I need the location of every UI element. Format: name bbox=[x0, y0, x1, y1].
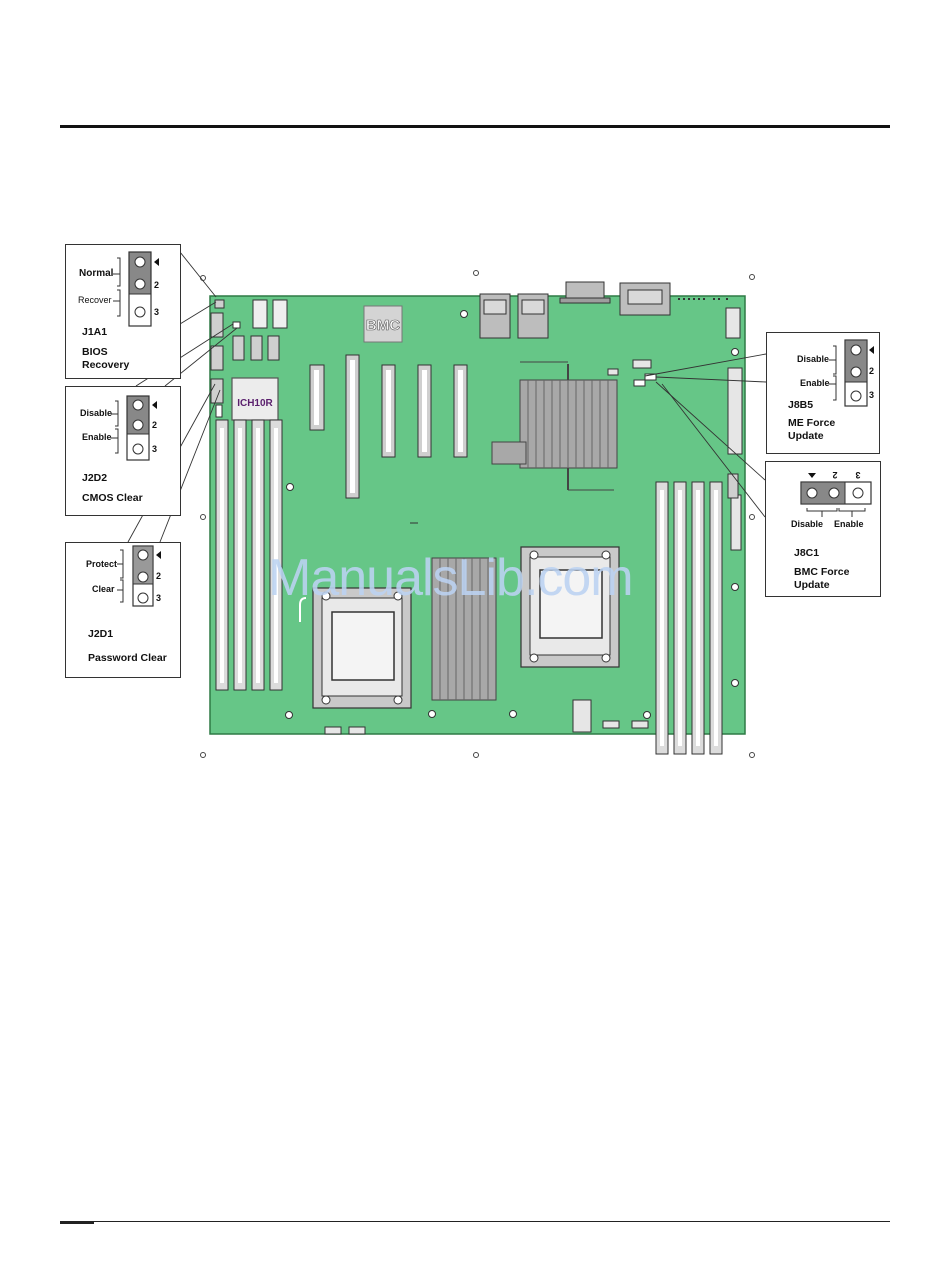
battery-header bbox=[216, 405, 222, 417]
j1a1-pin-3: 3 bbox=[154, 307, 159, 317]
j1a1-option-normal: Normal bbox=[79, 268, 113, 279]
j2d2-pin-3: 3 bbox=[152, 444, 157, 454]
j8c1-desc-line1: BMC Force bbox=[794, 566, 849, 579]
watermark: ManualsLib.com bbox=[268, 548, 633, 608]
j2d1-pin-3: 3 bbox=[156, 593, 161, 603]
ich10r-label: ICH10R bbox=[237, 398, 273, 409]
j8c1-option-enable: Enable bbox=[834, 519, 864, 529]
j1a1-option-recover: Recover bbox=[78, 295, 112, 305]
j2d1-pin-2: 2 bbox=[156, 571, 161, 581]
j2d1-desc: Password Clear bbox=[88, 652, 167, 665]
j1a1-desc-line1: BIOS bbox=[82, 346, 108, 359]
j8c1-option-disable: Disable bbox=[791, 519, 823, 529]
j8c1-pin-3: 3 bbox=[855, 470, 860, 480]
j2d1-option-protect: Protect bbox=[86, 559, 117, 569]
j8b5-pin-2: 2 bbox=[869, 366, 874, 376]
j8b5-pin-3: 3 bbox=[869, 390, 874, 400]
j2d2-option-disable: Disable bbox=[80, 408, 112, 418]
j2d2-pin-2: 2 bbox=[152, 420, 157, 430]
bmc-chip-label: BMC bbox=[366, 317, 400, 334]
j8b5-desc-line1: ME Force bbox=[788, 417, 835, 430]
bottom-rule-tab bbox=[60, 1221, 94, 1224]
bottom-rule bbox=[60, 1221, 890, 1222]
j8b5-desc-line2: Update bbox=[788, 430, 824, 443]
jumper-j2d2-block bbox=[233, 322, 240, 328]
j2d1-option-clear: Clear bbox=[92, 584, 115, 594]
j2d2-id: J2D2 bbox=[82, 472, 107, 484]
bmc-chip: BMC bbox=[364, 306, 402, 342]
j1a1-pin-2: 2 bbox=[154, 280, 159, 290]
j1a1-id: J1A1 bbox=[82, 326, 107, 338]
j8b5-option-enable: Enable bbox=[800, 378, 830, 388]
j1a1-desc-line2: Recovery bbox=[82, 359, 129, 372]
j2d2-desc: CMOS Clear bbox=[82, 492, 143, 505]
j2d2-option-enable: Enable bbox=[82, 432, 112, 442]
j2d1-id: J2D1 bbox=[88, 628, 113, 640]
ich10r-chip: ICH10R bbox=[232, 378, 278, 420]
j8c1-id: J8C1 bbox=[794, 547, 819, 559]
j8b5-id: J8B5 bbox=[788, 399, 813, 411]
j8b5-option-disable: Disable bbox=[797, 354, 829, 364]
j8c1-pin-2: 2 bbox=[832, 470, 837, 480]
j8c1-desc-line2: Update bbox=[794, 579, 830, 592]
